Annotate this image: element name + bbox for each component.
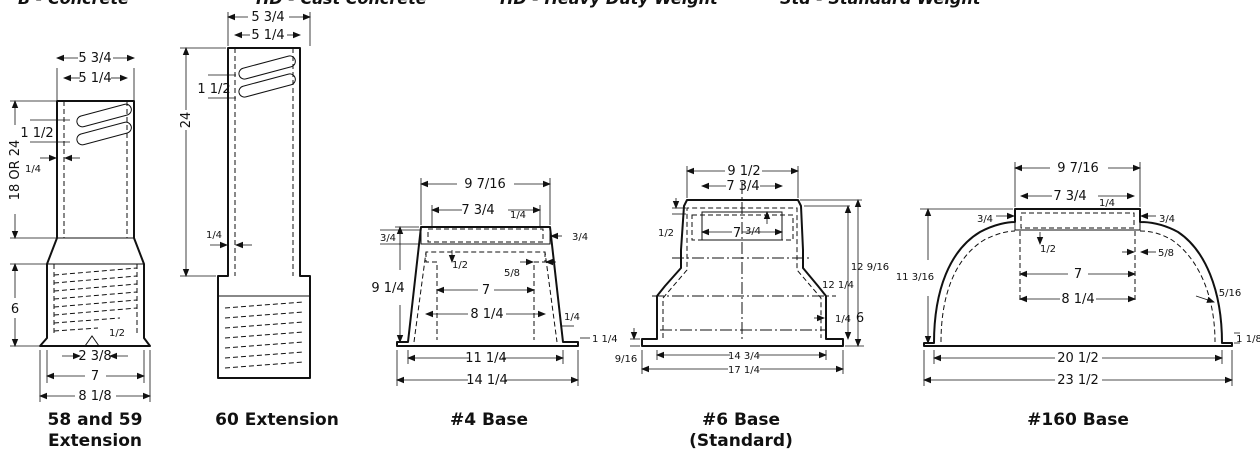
dim-b160-base-a: 20 1/2 [1057,351,1099,366]
dim-b160-step: 1/2 [1040,244,1056,255]
dim-e60-top-outer: 5 3/4 [251,10,284,25]
dim-b4-inner-a: 7 [482,283,490,298]
dim-b160-lip-r: 3/4 [1159,214,1175,225]
dim-b160-base-b: 23 1/2 [1057,373,1099,388]
dim-b4-lip-l: 3/4 [380,233,396,244]
caption-60: 60 Extension [215,410,339,430]
dim-b160-top-outer: 9 7/16 [1057,161,1099,176]
dim-b6-base-a: 14 3/4 [728,351,760,362]
dim-e60-wall: 1/4 [206,230,222,241]
dim-b4-base-a: 11 1/4 [465,351,507,366]
dim-b6-wall: 1/4 [835,314,851,325]
caption-4-base: #4 Base [450,410,528,430]
dim-b4-side: 5/8 [504,268,520,279]
dim-b160-base-r: 1 1/8 [1236,334,1260,345]
header-col4: Std - Standard Weight [780,0,982,8]
caption-6-base-line2: (Standard) [689,431,793,451]
dim-b6-h-outer: 12 9/16 [851,262,889,273]
dim-b6-top-outer: 9 1/2 [727,164,760,179]
dim-b6-inner: 7 [733,226,741,241]
header-col1: B - Concrete [18,0,129,8]
dim-b6-h-inner: 12 1/4 [822,280,854,291]
dim-e58-bottom-h: 6 [11,302,19,317]
dim-e60-slot: 1 1/2 [197,82,230,97]
dim-e58-slot: 1 1/2 [20,126,53,141]
dim-b6-t: 3/4 [745,226,761,237]
dim-b6-step: 6 [856,311,864,326]
dim-b160-height: 11 3/16 [896,272,934,283]
dim-b160-inner-b: 8 1/4 [1061,292,1094,307]
dim-b6-top-inner: 7 3/4 [726,179,759,194]
dim-b4-base-t: 1/4 [564,312,580,323]
dim-b6-base-b: 17 1/4 [728,365,760,376]
dim-e60-height: 24 [179,112,194,129]
drawing-60-extension: 5 3/4 5 1/4 24 1 1/2 1/4 60 Extension [179,10,339,430]
dim-b160-top-t: 1/4 [1099,198,1115,209]
dim-e58-top-inner: 5 1/4 [78,71,111,86]
drawing-160-base: 9 7/16 7 3/4 1/4 3/4 3/4 11 3/16 1/2 5/8… [896,161,1260,430]
dim-e58-foot-b: 7 [91,369,99,384]
dim-e58-height: 18 OR 24 [8,140,23,201]
caption-6-base-line1: #6 Base [702,410,780,430]
caption-58-59-line2: Extension [48,431,142,451]
header-row: B - Concrete HD - Cast Concrete HD - Hea… [18,0,982,8]
drawing-4-base: 9 7/16 7 3/4 1/4 3/4 3/4 9 1/4 1/2 5/8 7… [371,177,617,430]
dim-b4-top-outer: 9 7/16 [464,177,506,192]
caption-160-base: #160 Base [1027,410,1129,430]
dim-b4-base-r: 1 1/4 [592,334,618,345]
header-col2: HD - Cast Concrete [256,0,427,8]
dim-b4-base-b: 14 1/4 [466,373,508,388]
dim-b160-side: 5/8 [1158,248,1174,259]
dim-e58-top-outer: 5 3/4 [78,51,111,66]
caption-58-59-line1: 58 and 59 [48,410,143,430]
dim-b160-inner-a: 7 [1074,267,1082,282]
dim-b4-top-t: 1/4 [510,210,526,221]
drawing-58-59-extension: 5 3/4 5 1/4 18 OR 24 1 1/2 1/4 6 1/2 2 3… [8,51,151,451]
dim-e60-top-inner: 5 1/4 [251,28,284,43]
dim-e58-wall: 1/4 [25,164,41,175]
base160-outline [923,208,1233,347]
drawing-6-base: 9 1/2 7 3/4 1/2 7 3/4 12 9/16 12 1/4 1/4… [615,164,889,451]
dim-b160-wall: 5/16 [1219,288,1241,299]
ext58-outline [39,100,151,347]
dim-e58-foot-a: 2 3/8 [78,349,111,364]
dim-e58-notch: 1/2 [109,328,125,339]
dim-b4-lip-r: 3/4 [572,232,588,243]
dim-b6-lip: 1/2 [658,228,674,239]
dim-b6-foot-t: 9/16 [615,354,637,365]
ext60-outline [217,47,311,379]
dim-b160-lip-l: 3/4 [977,214,993,225]
dim-b4-inner-b: 8 1/4 [470,307,503,322]
header-col3: HD - Heavy Duty Weight [500,0,719,8]
dim-b4-height: 9 1/4 [371,281,404,296]
dim-b160-top-inner: 7 3/4 [1053,189,1086,204]
dim-e58-foot-c: 8 1/8 [78,389,111,404]
dim-b4-step: 1/2 [452,260,468,271]
dim-b4-top-inner: 7 3/4 [461,203,494,218]
